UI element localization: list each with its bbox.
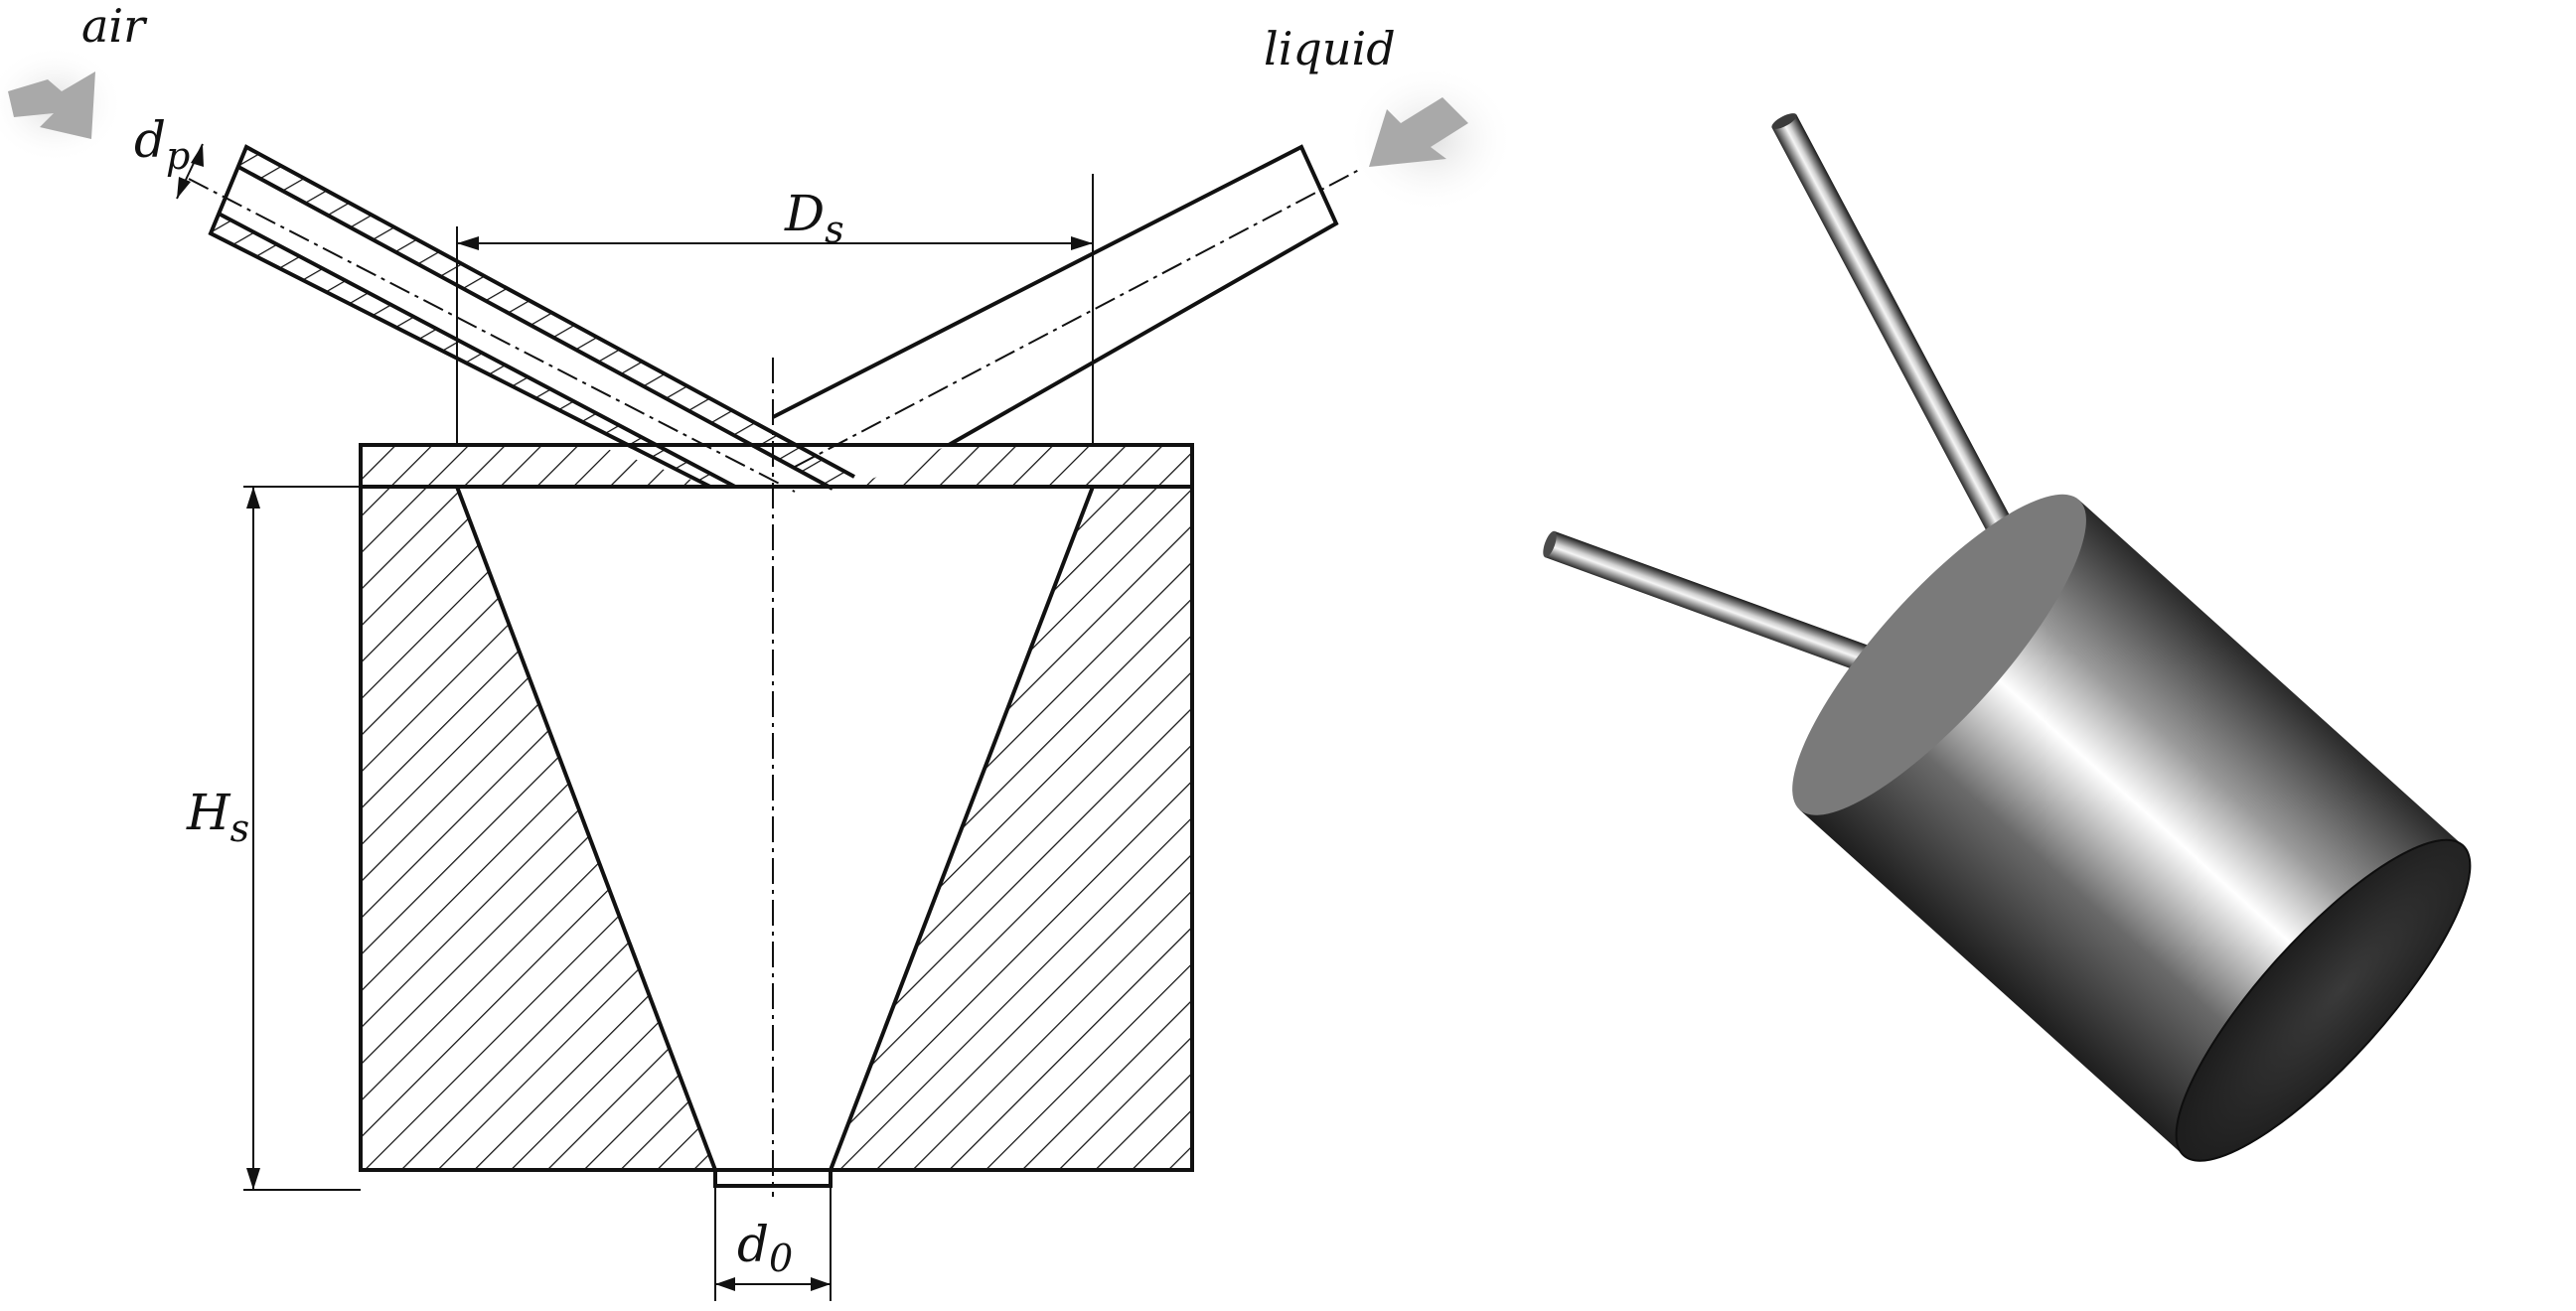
air-pipe-inner-upper: [237, 165, 833, 491]
dimension-hs: [243, 486, 361, 1191]
cone-right-edge: [829, 486, 1095, 1171]
cylinder-body: [1792, 494, 2472, 1162]
label-ds: Ds: [784, 185, 844, 251]
label-dp: dp: [134, 111, 190, 178]
dimension-ds: [456, 174, 1094, 445]
outlet-hole-icon: [2425, 1014, 2437, 1026]
cross-section: [176, 143, 1362, 1301]
liquid-arrow-icon: [1346, 65, 1515, 214]
label-d0: d0: [737, 1216, 793, 1280]
dimension-d0: [714, 1186, 832, 1301]
top-plate-left: [361, 445, 710, 487]
top-plate-right: [854, 445, 1192, 487]
label-air: air: [81, 0, 148, 53]
dimension-dp: [176, 143, 204, 200]
air-pipe-inner-lower: [218, 212, 736, 489]
cone-left-edge: [455, 486, 717, 1171]
liquid-pipe-outline: [772, 144, 1339, 447]
body-left-wall: [361, 487, 715, 1170]
body-right-wall: [831, 487, 1192, 1170]
nozzle-3d-render: [1543, 113, 2472, 1162]
air-arrow-icon: [0, 45, 124, 164]
label-hs: Hs: [186, 784, 249, 850]
rod-upper: [1771, 113, 2048, 602]
air-pipe-outline: [208, 144, 855, 489]
air-pipe-wall-upper: [238, 147, 854, 489]
liquid-pipe-centerline: [794, 168, 1362, 468]
air-pipe-centerline: [188, 178, 796, 493]
label-liquid: liquid: [1264, 22, 1396, 75]
